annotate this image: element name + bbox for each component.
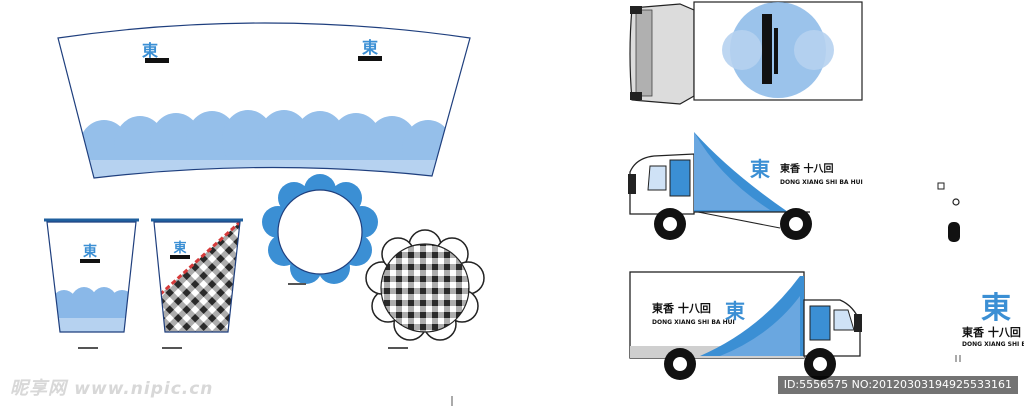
svg-text:DONG XIANG SHI BA HUI: DONG XIANG SHI BA HUI: [652, 319, 735, 326]
brand-logo: 東: [142, 41, 169, 63]
image-id-banner: ID:5556575 NO:20120303194925533161: [777, 376, 1018, 394]
brand-logo-lockup: 東 東香 十八回 DONG XIANG SHI BA HUI: [962, 291, 1024, 348]
truck-side-view-right: 東香 十八回 DONG XIANG SHI BA HUI 東: [629, 271, 862, 380]
paper-cup-gingham: 東: [151, 218, 243, 349]
svg-text:DONG XIANG SHI BA HUI: DONG XIANG SHI BA HUI: [962, 341, 1024, 348]
brand-logo: 東: [358, 38, 382, 61]
svg-text:東: 東: [362, 38, 378, 57]
svg-text:東香 十八回: 東香 十八回: [652, 301, 711, 315]
site-watermark-url: www.nipic.cn: [74, 379, 214, 399]
cup-lid-blue-flower: [262, 174, 378, 285]
site-watermark-name: 昵享网: [10, 378, 67, 399]
svg-text:東: 東: [142, 41, 158, 60]
paper-cup-blue: 東: [44, 218, 139, 349]
truck-side-view-left: 東 東香 十八回 DONG XIANG SHI BA HUI: [628, 132, 863, 240]
svg-text:東香 十八回: 東香 十八回: [780, 162, 833, 175]
small-detail-parts: [937, 182, 961, 362]
svg-text:DONG XIANG SHI BA HUI: DONG XIANG SHI BA HUI: [780, 179, 863, 186]
svg-text:東: 東: [750, 157, 770, 181]
svg-text:東: 東: [173, 240, 186, 256]
cup-lid-gingham-flower: [365, 229, 485, 349]
site-watermark: 昵享网 www.nipic.cn: [10, 374, 213, 400]
truck-top-view: [629, 1, 863, 105]
svg-text:東: 東: [83, 243, 97, 260]
svg-text:東: 東: [725, 299, 745, 323]
svg-text:東香 十八回: 東香 十八回: [962, 325, 1021, 339]
svg-text:東: 東: [981, 291, 1011, 326]
cup-wrap-unfolded: 東 東: [57, 22, 471, 179]
